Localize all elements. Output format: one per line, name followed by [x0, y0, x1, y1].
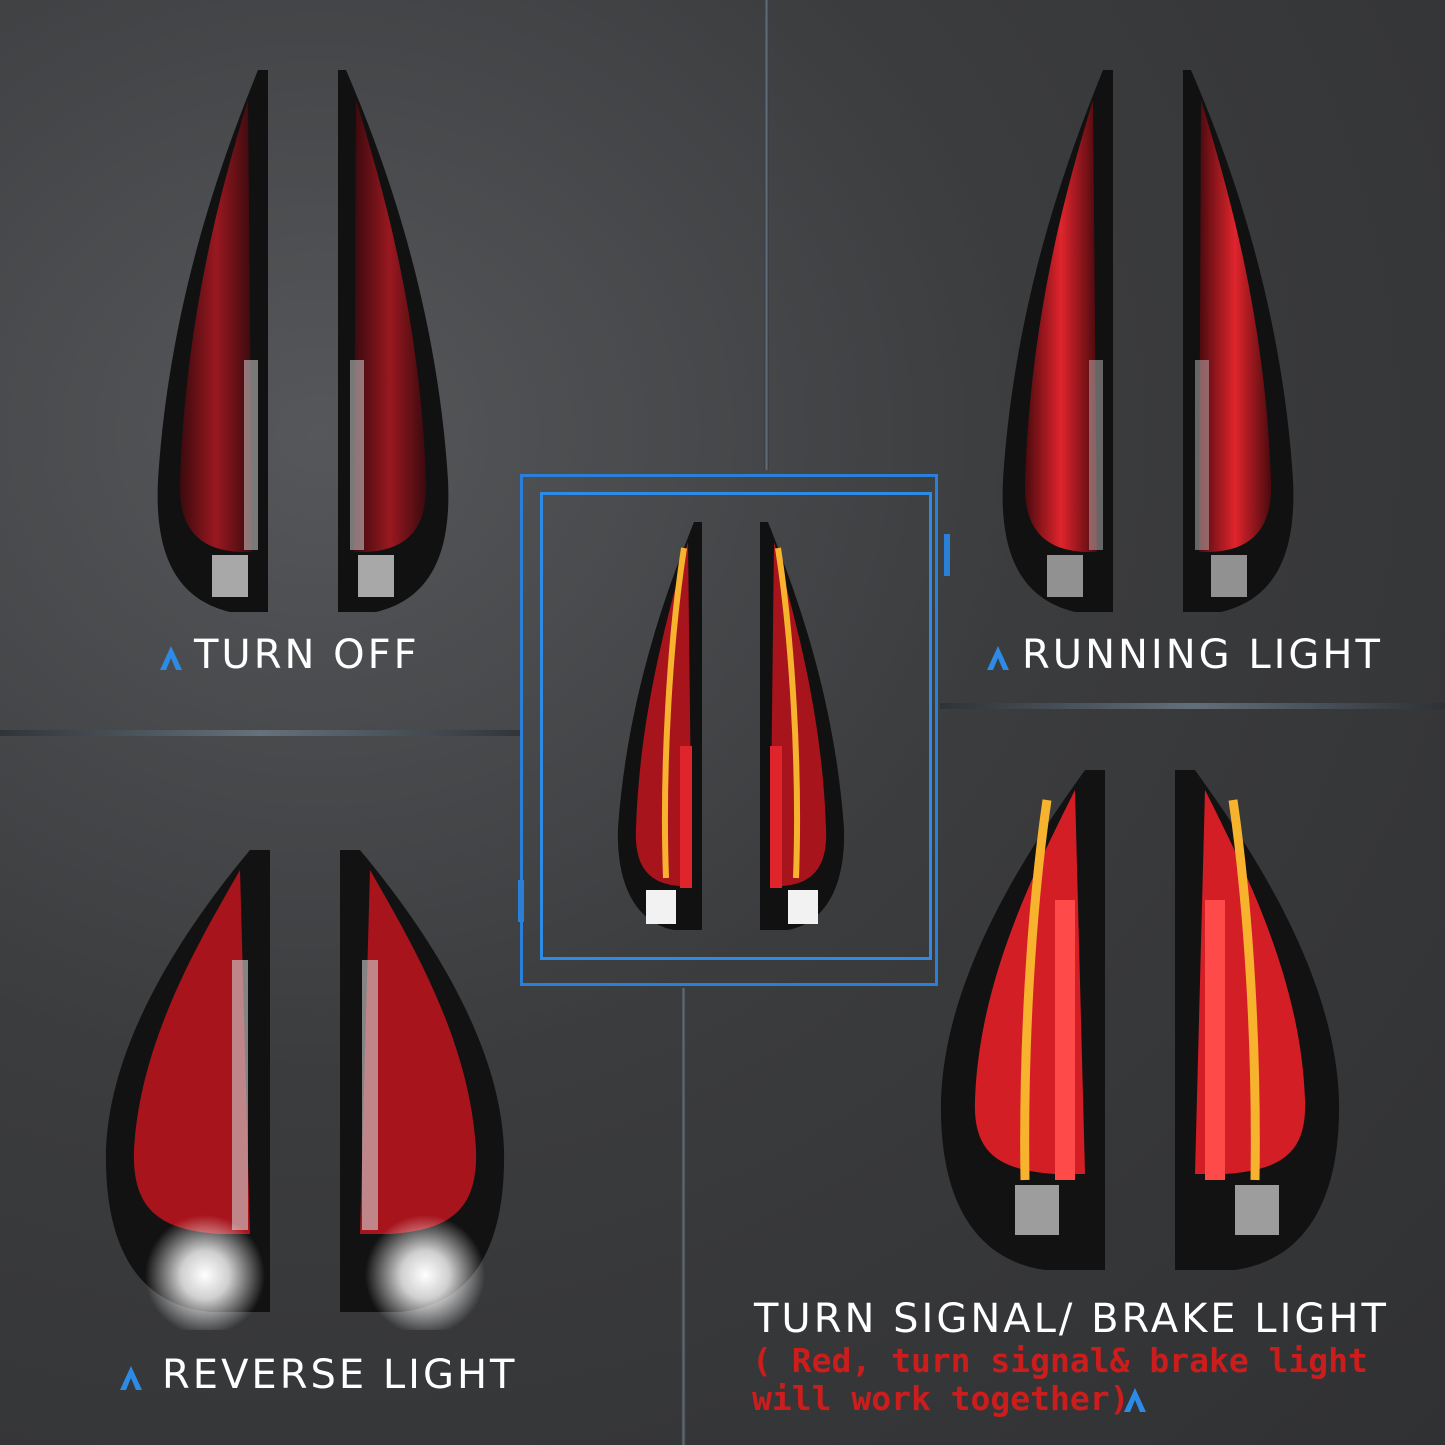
divider-horizontal-left — [0, 730, 522, 736]
chevron-up-icon — [1124, 1388, 1146, 1412]
caption-turn-signal-brake: TURN SIGNAL/ BRAKE LIGHT — [754, 1296, 1389, 1342]
tail-lamp-left — [157, 70, 268, 612]
frame-accent-tab — [518, 880, 524, 922]
chevron-up-icon — [120, 1366, 142, 1390]
tail-lamp-right — [1175, 770, 1340, 1270]
panel-turn-off-lamps — [157, 70, 449, 612]
tail-lamp-left — [105, 850, 270, 1330]
tail-lamp-right — [340, 850, 505, 1330]
center-frame-outer — [520, 474, 938, 986]
divider-vertical-bottom — [681, 988, 686, 1445]
tail-lamp-right — [760, 522, 845, 930]
caption-reverse-light: REVERSE LIGHT — [162, 1352, 518, 1398]
tail-lamp-left — [940, 770, 1105, 1270]
caption-turn-off: TURN OFF — [194, 632, 420, 678]
chevron-up-icon — [160, 646, 182, 670]
panel-reverse-light-lamps — [105, 850, 505, 1330]
chevron-up-icon — [987, 646, 1009, 670]
divider-vertical-top — [764, 0, 769, 470]
panel-turn-signal-brake-lamps — [940, 770, 1340, 1270]
tail-lamp-left — [617, 522, 702, 930]
center-frame-inner — [540, 492, 932, 960]
tail-lamp-left — [1002, 70, 1113, 612]
note-line-2: will work together) — [752, 1379, 1130, 1418]
divider-horizontal-right — [940, 703, 1445, 709]
tail-lamp-right — [1183, 70, 1294, 612]
tail-lamp-right — [338, 70, 449, 612]
panel-center-lamps — [617, 522, 845, 930]
panel-running-light-lamps — [1002, 70, 1294, 612]
frame-accent-tab — [944, 534, 950, 576]
note-line-1: ( Red, turn signal& brake light — [752, 1341, 1368, 1380]
caption-running-light: RUNNING LIGHT — [1022, 632, 1383, 678]
